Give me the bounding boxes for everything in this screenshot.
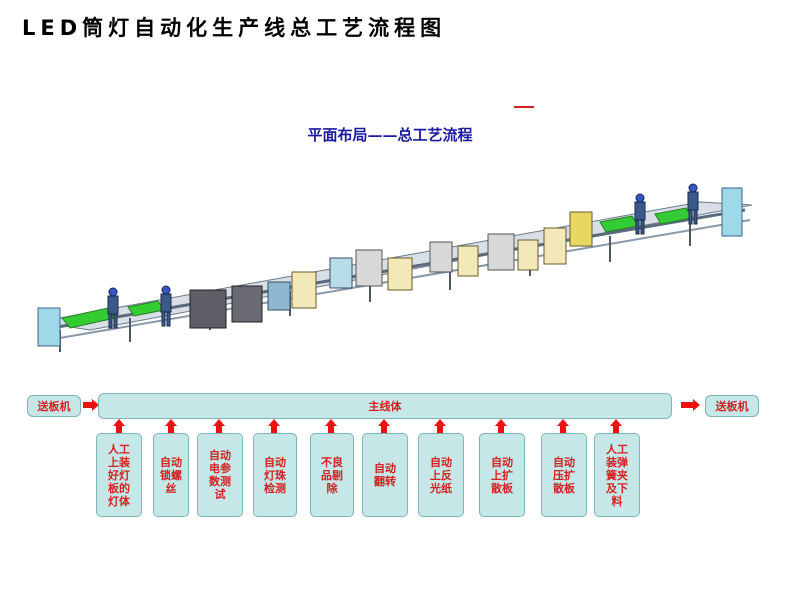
process-step: 自动电参数测试 <box>197 433 243 517</box>
process-step: 不良品剔除 <box>310 433 354 517</box>
output-conveyor-box: 送板机 <box>705 395 759 417</box>
output-conveyor-label: 送板机 <box>715 400 749 413</box>
main-line-label: 主线体 <box>368 400 402 413</box>
process-step: 人工上装好灯板的灯体 <box>96 433 142 517</box>
input-conveyor-label: 送板机 <box>37 400 71 413</box>
process-arrow-7 <box>434 419 446 433</box>
layout-subtitle: 平面布局——总工艺流程 <box>307 126 473 144</box>
page-title: LED筒灯自动化生产线总工艺流程图 <box>22 16 447 40</box>
process-step: 自动灯珠检测 <box>253 433 297 517</box>
process-arrow-4 <box>268 419 280 433</box>
process-arrow-1 <box>113 419 125 433</box>
process-arrow-5 <box>325 419 337 433</box>
main-line-box: 主线体 <box>98 393 672 419</box>
process-step: 自动上反光纸 <box>418 433 464 517</box>
process-arrow-9 <box>557 419 569 433</box>
process-step: 自动压扩散板 <box>541 433 587 517</box>
process-step: 人工装弹簧夹及下料 <box>594 433 640 517</box>
process-arrow-2 <box>165 419 177 433</box>
process-arrow-6 <box>378 419 390 433</box>
process-step: 自动翻转 <box>362 433 408 517</box>
process-step: 自动锁螺丝 <box>153 433 189 517</box>
process-arrow-3 <box>213 419 225 433</box>
input-conveyor-box: 送板机 <box>27 395 81 417</box>
red-dash-mark <box>514 106 534 108</box>
process-arrow-8 <box>495 419 507 433</box>
production-line-illustration <box>37 183 753 352</box>
process-step: 自动上扩散板 <box>479 433 525 517</box>
process-arrow-10 <box>610 419 622 433</box>
